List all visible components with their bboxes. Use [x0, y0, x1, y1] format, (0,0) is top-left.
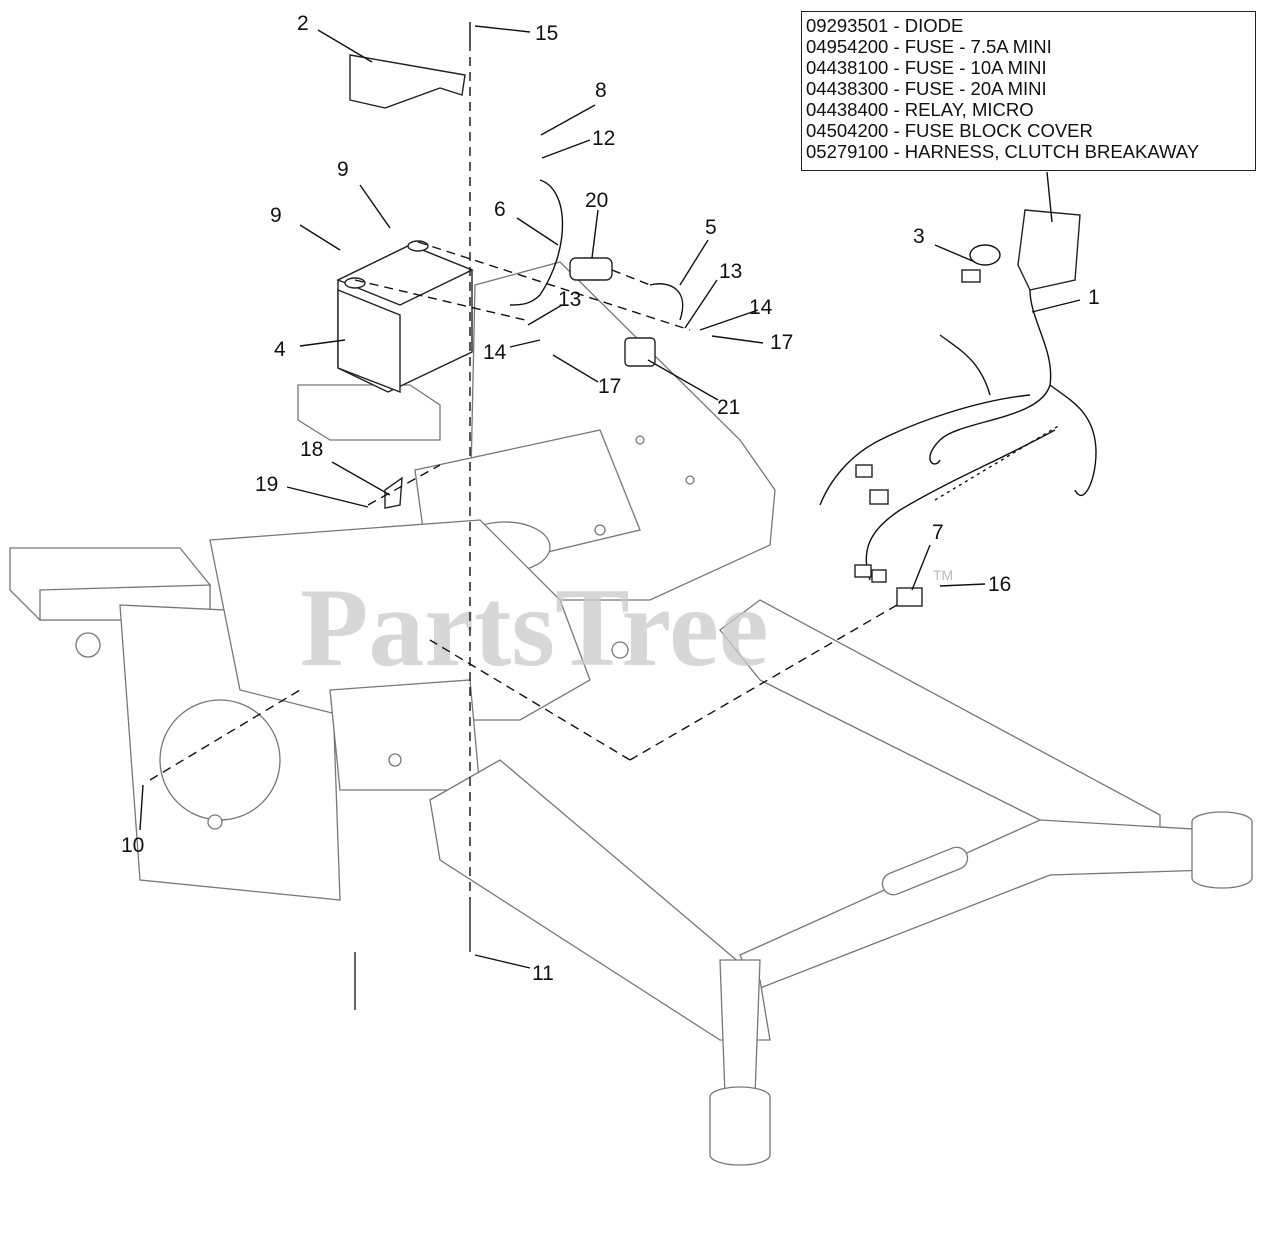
watermark-text: PartsTree	[300, 566, 769, 690]
parts-list-box: 09293501 - DIODE 04954200 - FUSE - 7.5A …	[801, 11, 1256, 171]
bracket-18	[384, 476, 403, 509]
diode	[896, 587, 923, 607]
callout-17-right: 17	[770, 331, 793, 354]
callout-6: 6	[494, 198, 506, 221]
callout-21: 21	[717, 396, 740, 419]
callout-16: 16	[988, 573, 1011, 596]
parts-list-item: 09293501 - DIODE	[806, 15, 964, 36]
callout-9-lower: 9	[270, 204, 282, 227]
callout-labels: 1 2 3 4 5 6 7 8 9 9 10 11 12 13 13 14 14…	[121, 12, 1100, 985]
parts-list-item: 04438100 - FUSE - 10A MINI	[806, 57, 1047, 78]
battery-cable-positive	[649, 283, 684, 321]
callout-15: 15	[535, 22, 558, 45]
callout-8: 8	[595, 79, 607, 102]
battery-hold-down-bracket	[349, 54, 466, 109]
callout-2: 2	[297, 12, 309, 35]
callout-20: 20	[585, 189, 608, 212]
callout-4: 4	[274, 338, 286, 361]
callout-12: 12	[592, 127, 615, 150]
callout-11: 11	[532, 962, 554, 985]
mower-frame	[9, 261, 1253, 1166]
parts-list-item: 04504200 - FUSE BLOCK COVER	[806, 120, 1093, 141]
callout-13-right: 13	[719, 260, 742, 283]
cable-tie	[969, 244, 1001, 266]
parts-list-item: 04954200 - FUSE - 7.5A MINI	[806, 36, 1052, 57]
parts-list-item: 04438300 - FUSE - 20A MINI	[806, 78, 1047, 99]
callout-5: 5	[705, 216, 717, 239]
callout-3: 3	[913, 225, 925, 248]
callout-17-left: 17	[598, 375, 621, 398]
battery-cable-negative	[509, 179, 564, 306]
parts-list-item: 05279100 - HARNESS, CLUTCH BREAKAWAY	[806, 141, 1200, 162]
callout-19: 19	[255, 473, 278, 496]
callout-14-right: 14	[749, 296, 773, 319]
leader-lines	[139, 25, 1081, 969]
terminal-boot	[624, 337, 656, 367]
watermark-tm: TM	[933, 567, 953, 583]
callout-7: 7	[932, 521, 944, 544]
parts-list-item: 04438400 - RELAY, MICRO	[806, 99, 1034, 120]
callout-9-upper: 9	[337, 158, 349, 181]
callout-10: 10	[121, 834, 144, 857]
battery	[336, 240, 474, 394]
callout-14-left: 14	[483, 341, 507, 364]
starter-solenoid	[569, 257, 613, 281]
callout-13-left: 13	[558, 288, 581, 311]
callout-18: 18	[300, 438, 323, 461]
callout-1: 1	[1088, 286, 1100, 309]
wire-harness	[819, 209, 1097, 583]
assembly-lines	[149, 42, 898, 900]
